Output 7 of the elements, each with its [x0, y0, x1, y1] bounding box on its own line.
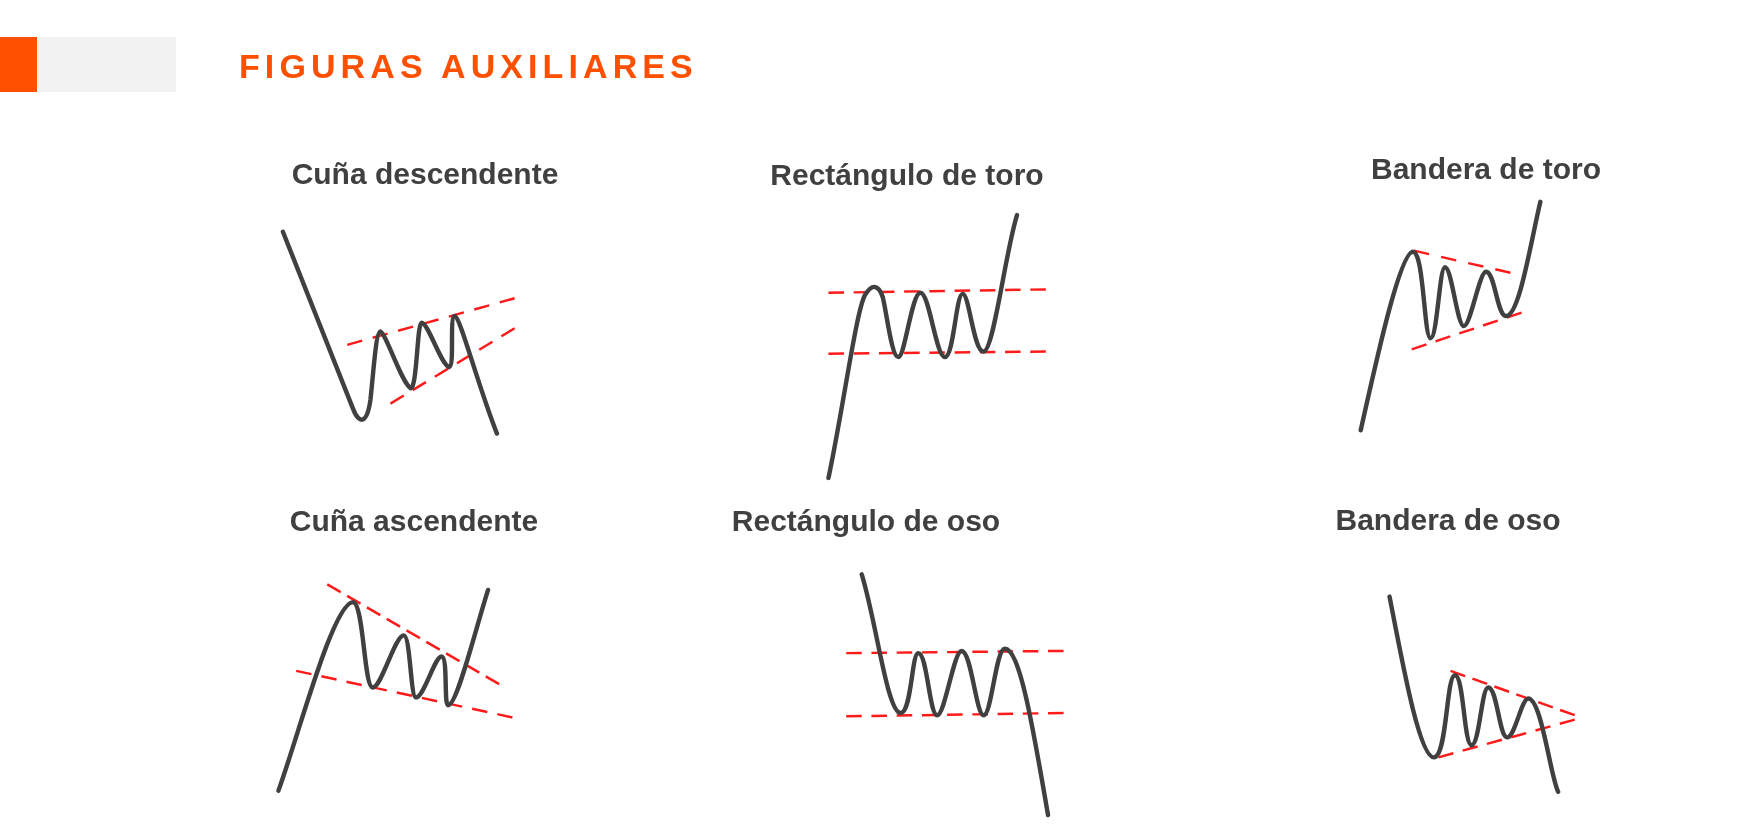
pattern-name: Cuña ascendente: [289, 503, 539, 539]
pattern-name: Rectángulo de toro: [770, 157, 1044, 193]
pattern-name: Rectángulo de oso: [731, 503, 1001, 539]
pattern-name: Cuña descendente: [291, 156, 559, 192]
pattern-name: Bandera de toro: [1371, 151, 1601, 187]
pattern-name: Bandera de oso: [1335, 502, 1561, 538]
page-title: FIGURAS AUXILIARES: [239, 46, 698, 86]
